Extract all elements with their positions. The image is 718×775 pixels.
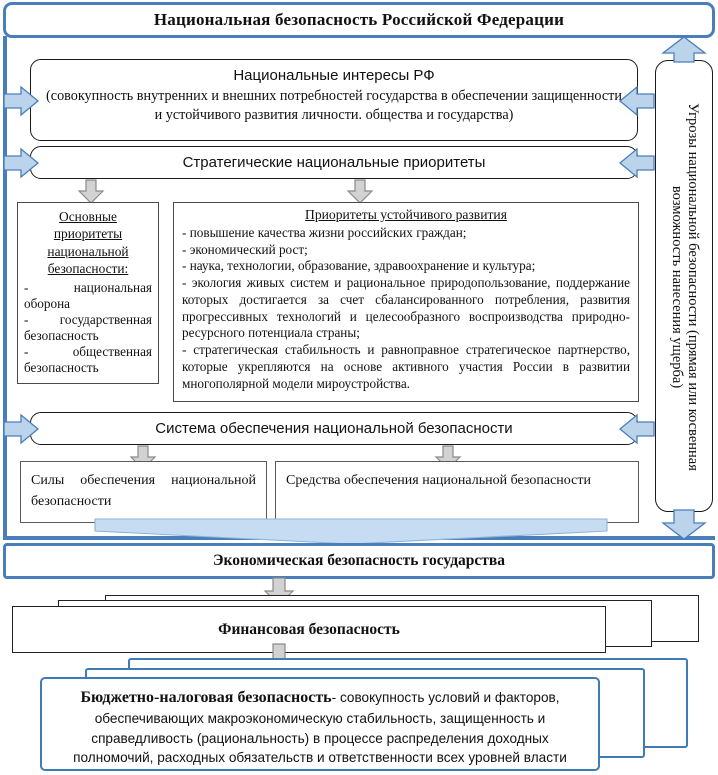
security-system-box: Система обеспечения национальной безопас… bbox=[30, 412, 638, 445]
fiscal-security-text: Бюджетно-налоговая безопасность- совокуп… bbox=[42, 679, 598, 768]
arrow-left-icon bbox=[618, 85, 655, 117]
sustainable-priorities-item: - экономический рост; bbox=[182, 241, 308, 257]
main-priorities-item: - национальная оборона bbox=[24, 279, 152, 311]
arrow-right-icon bbox=[3, 413, 40, 445]
arrow-down-icon bbox=[346, 179, 374, 204]
main-priorities-item: - общественная безопасность bbox=[24, 344, 152, 376]
economic-security-box: Экономическая безопасность государства bbox=[3, 543, 715, 579]
national-interests-box: Национальные интересы РФ (совокупность в… bbox=[30, 59, 638, 141]
arrow-right-icon bbox=[3, 147, 40, 179]
arrow-right-icon bbox=[3, 85, 40, 117]
sustainable-priorities-item: - экология живых систем и рациональное п… bbox=[182, 275, 630, 341]
fiscal-security-definition: - совокупность условий и факторов, обесп… bbox=[73, 690, 567, 766]
strategic-priorities-box: Стратегические национальные приоритеты bbox=[30, 146, 638, 179]
fiscal-security-box: Бюджетно-налоговая безопасность- совокуп… bbox=[40, 677, 600, 771]
arrow-up-icon bbox=[661, 36, 707, 63]
national-interests-body: (совокупность внутренних и внешних потре… bbox=[46, 88, 622, 124]
main-priorities-item: - государственная безопасность bbox=[24, 311, 152, 343]
sustainable-priorities-item: - стратегическая стабильность и равнопра… bbox=[182, 342, 630, 391]
financial-security-box: Финансовая безопасность bbox=[12, 606, 606, 653]
forces-box: Силы обеспечения национальной безопаснос… bbox=[20, 461, 267, 523]
main-priorities-box: Основные приоритеты национальной безопас… bbox=[17, 202, 159, 384]
forces-label: Силы обеспечения национальной безопаснос… bbox=[31, 473, 256, 509]
threats-panel: Угрозы национальной безопасности (прямая… bbox=[655, 60, 713, 512]
sustainable-priorities-box: Приоритеты устойчивого развития - повыше… bbox=[173, 202, 639, 402]
arrow-left-icon bbox=[618, 147, 655, 179]
chevron-down-wide-icon bbox=[94, 518, 608, 545]
sustainable-priorities-item: - наука, технологии, образование, здраво… bbox=[182, 258, 536, 274]
means-label: Средства обеспечения национальной безопа… bbox=[286, 473, 591, 488]
diagram-title: Национальная безопасность Российской Фед… bbox=[3, 2, 715, 38]
sustainable-priorities-heading: Приоритеты устойчивого развития bbox=[305, 207, 507, 222]
financial-security-heading: Финансовая безопасность bbox=[218, 620, 400, 638]
means-box: Средства обеспечения национальной безопа… bbox=[275, 461, 639, 523]
arrow-down-icon bbox=[77, 179, 105, 204]
national-interests-heading: Национальные интересы РФ bbox=[233, 67, 435, 84]
strategic-priorities-heading: Стратегические национальные приоритеты bbox=[182, 154, 486, 171]
economic-security-heading: Экономическая безопасность государства bbox=[212, 552, 506, 569]
threats-label: Угрозы национальной безопасности (прямая… bbox=[669, 103, 702, 471]
arrow-left-icon bbox=[618, 413, 655, 445]
security-system-heading: Система обеспечения национальной безопас… bbox=[155, 420, 513, 437]
main-priorities-heading: Основные приоритеты национальной безопас… bbox=[47, 209, 129, 277]
sustainable-priorities-item: - повышение качества жизни российских гр… bbox=[182, 224, 467, 240]
fiscal-security-term: Бюджетно-налоговая безопасность bbox=[80, 689, 332, 706]
arrow-down-icon bbox=[661, 509, 707, 540]
